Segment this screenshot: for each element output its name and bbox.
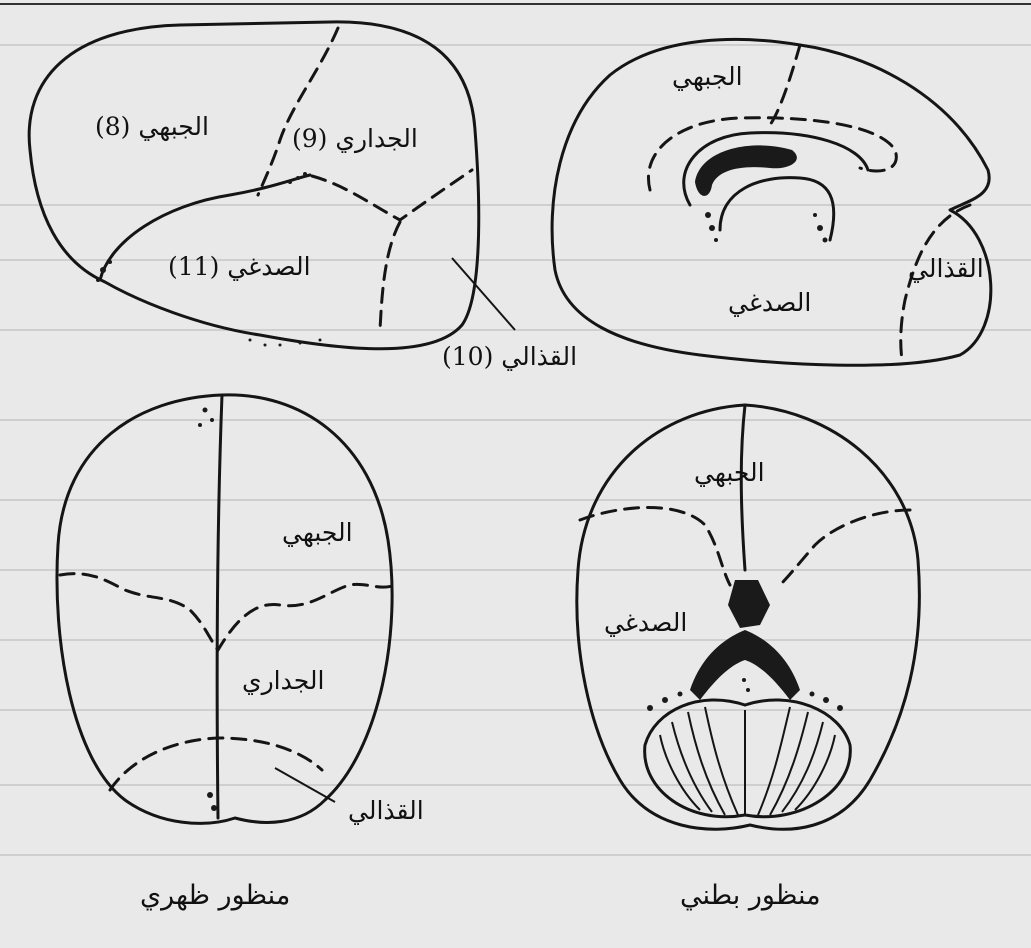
- cerebellum-right: [745, 700, 850, 817]
- ventral-frontal-line-left: [580, 508, 730, 586]
- lateral-parietal-label: الجداري (9): [292, 124, 418, 153]
- occipital-pointer: [452, 258, 515, 330]
- medial-central-line: [770, 45, 800, 125]
- cerebellum-folia: [660, 707, 835, 815]
- lateral-view-brain: [29, 22, 515, 349]
- medial-temporal-label: الصدغي: [728, 288, 811, 317]
- medial-stipple: [705, 212, 828, 243]
- fornix: [720, 178, 834, 240]
- dorsal-outline: [57, 395, 392, 823]
- lateral-temporal-label: الصدغي (11): [168, 252, 311, 281]
- lateral-occipital-label: القذالي (10): [442, 342, 577, 371]
- central-sulcus-lateral: [258, 28, 338, 195]
- medial-occipital-label: القذالي: [908, 254, 984, 283]
- ventral-temporal-label: الصدغي: [604, 608, 687, 637]
- medial-frontal-label: الجبهي: [672, 62, 743, 91]
- dorsal-view-brain: [57, 395, 392, 823]
- dorsal-caption: منظور ظهري: [140, 880, 290, 911]
- dorsal-central-sulcus: [60, 574, 392, 650]
- optic-chiasm: [728, 580, 770, 628]
- dorsal-occipital-label: القذالي: [348, 796, 424, 825]
- dorsal-frontal-label: الجبهي: [282, 518, 353, 547]
- ventral-caption: منظور بطني: [680, 880, 821, 911]
- occipital-line: [380, 222, 400, 330]
- longitudinal-fissure: [217, 395, 222, 818]
- ventral-frontal-line-right: [780, 510, 910, 585]
- parieto-temporal-line: [312, 170, 472, 220]
- dorsal-stipple: [198, 408, 217, 812]
- ventral-frontal-label: الجبهي: [694, 458, 765, 487]
- lateral-frontal-label: الجبهي (8): [95, 112, 209, 141]
- ventral-midline: [741, 405, 745, 570]
- cerebellum-left: [645, 700, 745, 817]
- lateral-outline: [29, 22, 479, 349]
- dorsal-parietal-label: الجداري: [242, 666, 324, 695]
